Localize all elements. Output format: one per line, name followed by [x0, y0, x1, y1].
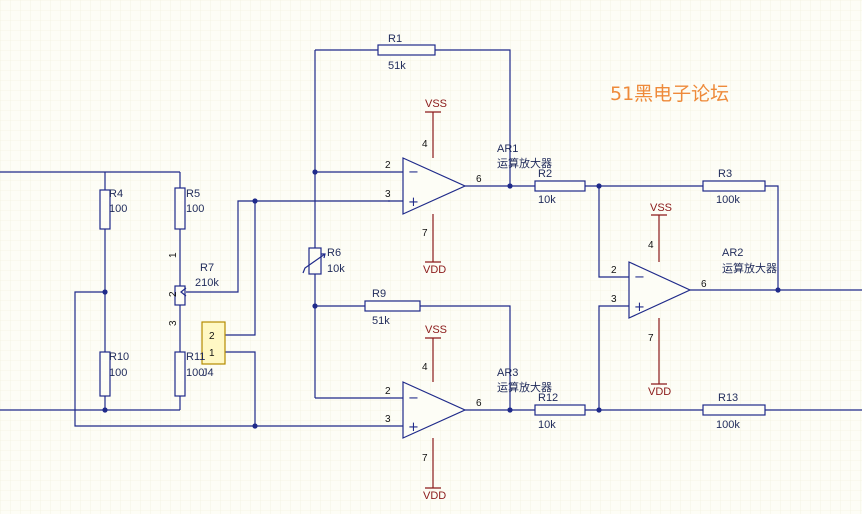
forum-watermark: 51黑电子论坛	[610, 83, 729, 105]
ar2-ref: AR2	[722, 247, 743, 259]
ar2-name: 运算放大器	[722, 261, 777, 275]
r3-value: 100k	[716, 194, 740, 206]
r6-value: 10k	[327, 263, 345, 275]
ar2-bot-rail: VDD	[648, 386, 671, 398]
wires	[0, 49, 862, 427]
r12-ref: R12	[538, 392, 558, 404]
r13-ref: R13	[718, 392, 738, 404]
opamp-ar3	[402, 381, 467, 439]
j4-pin-2: 2	[209, 331, 215, 342]
svg-text:−: −	[634, 270, 645, 285]
svg-text:+: +	[408, 195, 419, 210]
opamp-ar1	[402, 157, 467, 215]
ar3-name: 运算放大器	[497, 380, 552, 394]
j4-pin-1: 1	[209, 348, 215, 359]
resistor-r10	[99, 351, 111, 397]
ar3-pin-bot: 7	[422, 453, 428, 464]
junction-dots	[102, 169, 781, 429]
opamp-ar2	[628, 261, 692, 319]
r11-value: 100	[186, 367, 204, 379]
resistor-r3	[702, 180, 766, 192]
r7-value: 210k	[195, 277, 219, 289]
ar3-ref: AR3	[497, 367, 518, 379]
ar1-bot-rail: VDD	[423, 264, 446, 276]
r2-value: 10k	[538, 194, 556, 206]
pot-pin-3: 3	[168, 320, 179, 326]
r5-ref: R5	[186, 188, 200, 200]
opamp-signs: − + − + − +	[408, 165, 645, 435]
svg-text:+: +	[634, 300, 645, 315]
r1-ref: R1	[388, 33, 402, 45]
ar1-pin-top: 4	[422, 139, 428, 150]
ar2-pin-top: 4	[648, 240, 654, 251]
ar1-top-rail: VSS	[425, 98, 447, 110]
svg-text:−: −	[408, 165, 419, 180]
ar1-name: 运算放大器	[497, 156, 552, 170]
ar1-pin-inv: 2	[385, 160, 391, 171]
ar1-pin-bot: 7	[422, 228, 428, 239]
r10-value: 100	[109, 367, 127, 379]
ar1-ref: AR1	[497, 143, 518, 155]
ar1-pin-out: 6	[476, 174, 482, 185]
ar3-pin-inv: 2	[385, 386, 391, 397]
connector-j4	[201, 321, 226, 365]
r10-ref: R10	[109, 351, 129, 363]
ar3-pin-top: 4	[422, 362, 428, 373]
svg-text:+: +	[408, 420, 419, 435]
pot-pin-1: 1	[168, 252, 179, 258]
resistor-r9	[364, 300, 421, 312]
ar2-top-rail: VSS	[650, 202, 672, 214]
ar2-pin-noninv: 3	[611, 294, 617, 305]
r6-ref: R6	[327, 247, 341, 259]
r12-value: 10k	[538, 419, 556, 431]
ar3-pin-noninv: 3	[385, 414, 391, 425]
thermistor-arrow	[302, 253, 326, 274]
resistor-r4	[99, 189, 111, 230]
r9-value: 51k	[372, 315, 390, 327]
r4-ref: R4	[109, 188, 123, 200]
resistor-r5	[174, 187, 186, 230]
ar2-pin-out: 6	[701, 279, 707, 290]
r13-value: 100k	[716, 419, 740, 431]
ar3-top-rail: VSS	[425, 324, 447, 336]
ar3-bot-rail: VDD	[423, 490, 446, 502]
resistor-r2	[534, 180, 586, 192]
r3-ref: R3	[718, 168, 732, 180]
ar2-pin-inv: 2	[611, 265, 617, 276]
resistor-bodies	[99, 44, 766, 416]
resistor-r12	[534, 404, 586, 416]
ar2-pin-bot: 7	[648, 333, 654, 344]
r2-ref: R2	[538, 168, 552, 180]
opamp-bodies	[388, 157, 692, 439]
r9-ref: R9	[372, 288, 386, 300]
resistor-r1	[377, 44, 436, 56]
j4-ref: J4	[202, 367, 214, 379]
r1-value: 51k	[388, 60, 406, 72]
svg-text:−: −	[408, 391, 419, 406]
r11-ref: R11	[186, 351, 205, 363]
pot-pin-2: 2	[168, 291, 179, 297]
resistor-r13	[702, 404, 766, 416]
resistor-r11	[174, 351, 186, 397]
r5-value: 100	[186, 203, 204, 215]
power-pins	[425, 111, 667, 489]
r4-value: 100	[109, 203, 127, 215]
potentiometer-wiper	[180, 287, 187, 297]
r7-ref: R7	[200, 262, 214, 274]
ar1-pin-noninv: 3	[385, 189, 391, 200]
ar3-pin-out: 6	[476, 398, 482, 409]
